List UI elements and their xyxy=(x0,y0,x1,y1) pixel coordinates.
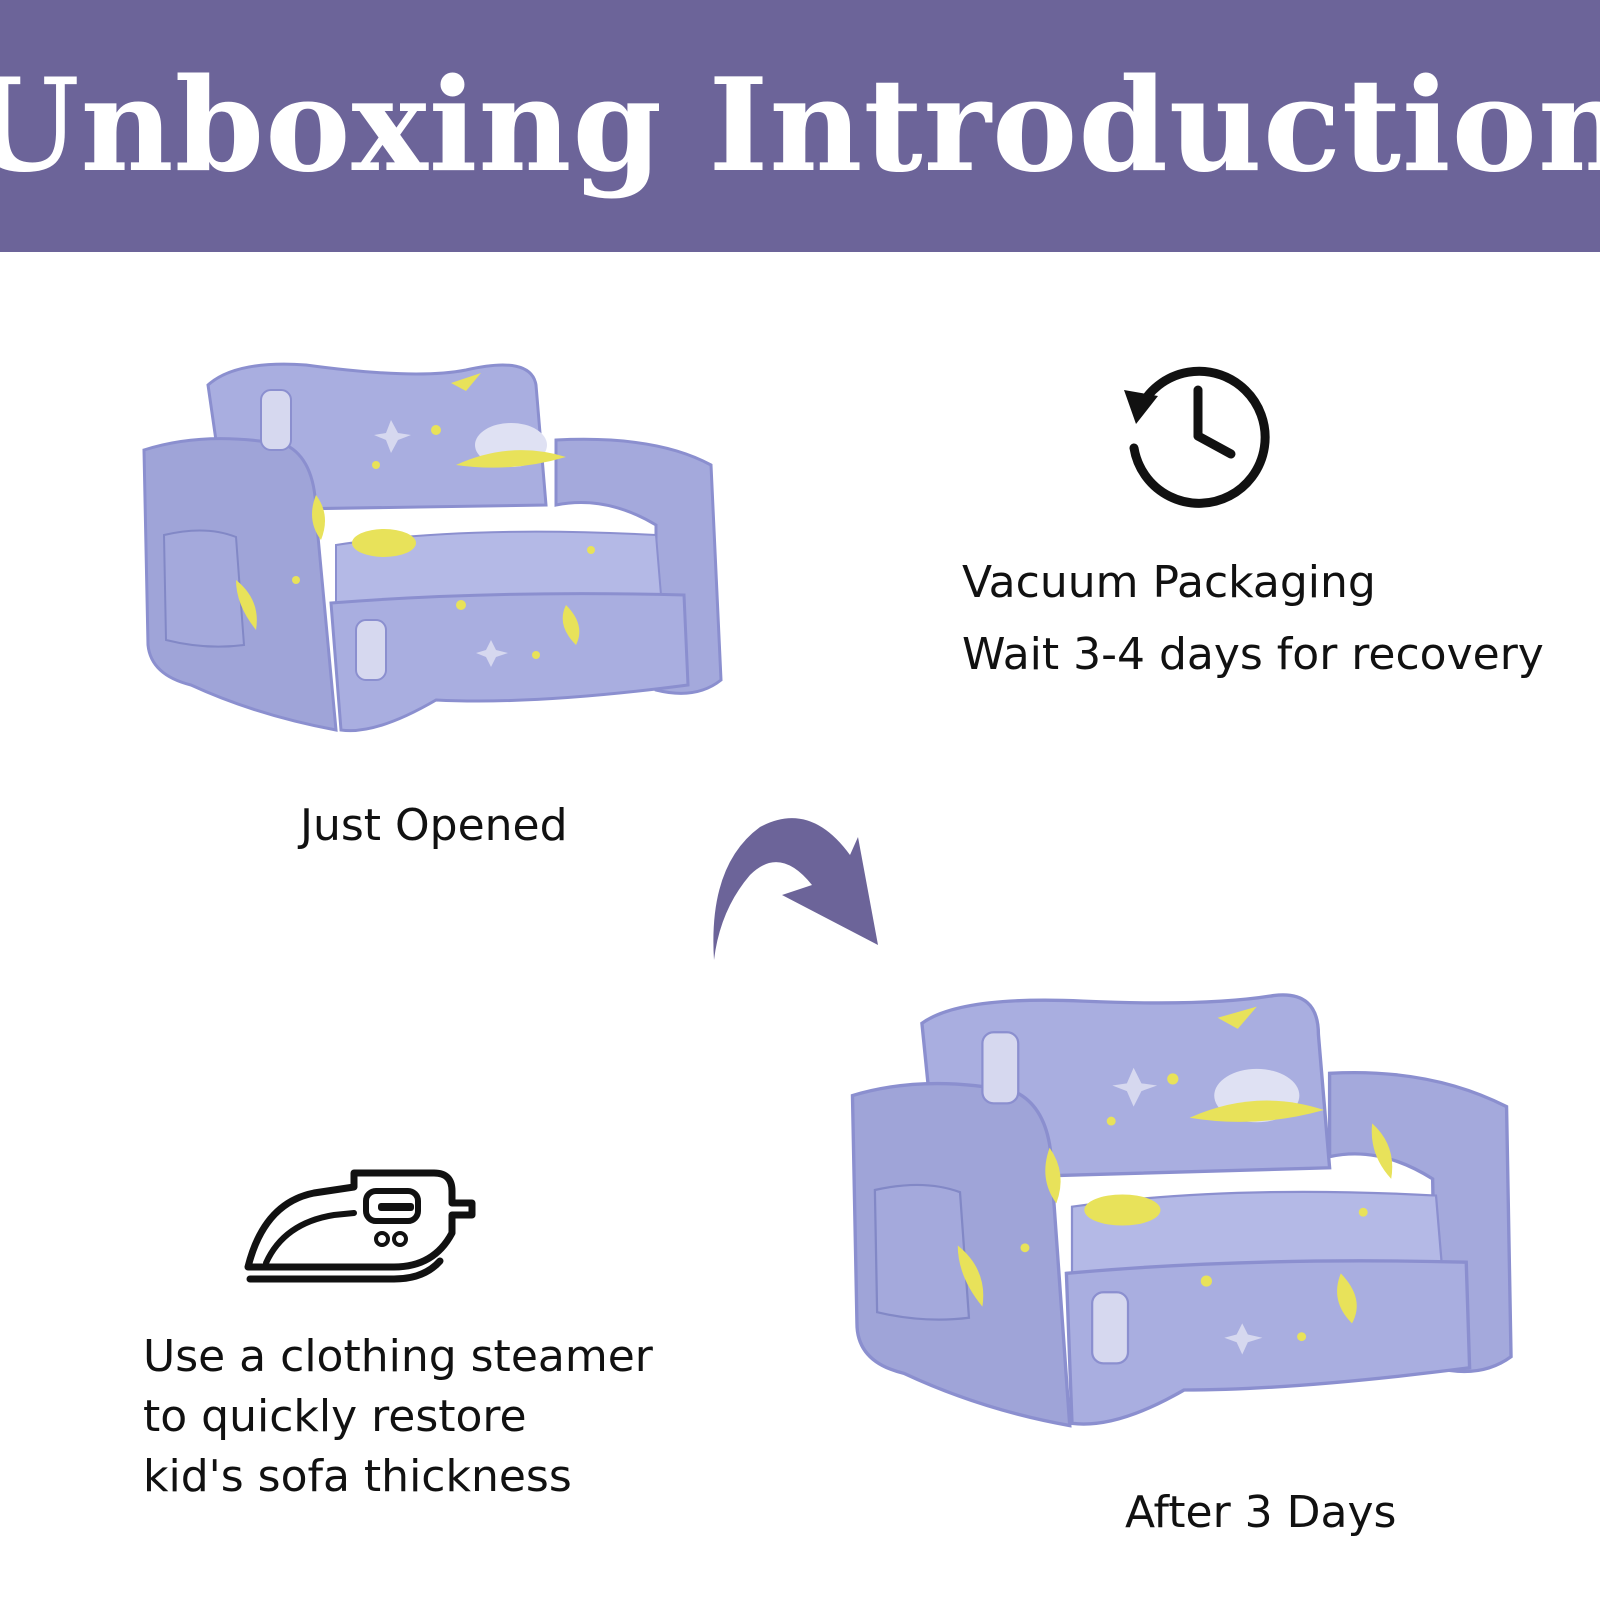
title-banner: Unboxing Introduction xyxy=(0,0,1600,252)
vacuum-packaging-note: Vacuum Packaging Wait 3-4 days for recov… xyxy=(962,547,1544,691)
clock-history-icon xyxy=(1118,350,1278,510)
curved-arrow-icon xyxy=(700,805,900,965)
steamer-line: Use a clothing steamer xyxy=(143,1331,653,1382)
vacuum-line: Vacuum Packaging xyxy=(962,557,1376,608)
caption-after-3-days: After 3 Days xyxy=(1125,1487,1397,1538)
sofa-illustration xyxy=(142,362,723,733)
steamer-tip: Use a clothing steamer to quickly restor… xyxy=(143,1327,653,1507)
sofa-illustration xyxy=(850,993,1513,1428)
sofa-image-after-3-days xyxy=(848,990,1520,1440)
steamer-line: to quickly restore xyxy=(143,1391,527,1442)
sofa-image-just-opened xyxy=(136,345,736,750)
caption-just-opened: Just Opened xyxy=(300,800,568,851)
clothing-steamer-icon xyxy=(244,1163,484,1288)
vacuum-line: Wait 3-4 days for recovery xyxy=(962,629,1544,680)
page-title: Unboxing Introduction xyxy=(0,51,1600,201)
steamer-line: kid's sofa thickness xyxy=(143,1451,572,1502)
